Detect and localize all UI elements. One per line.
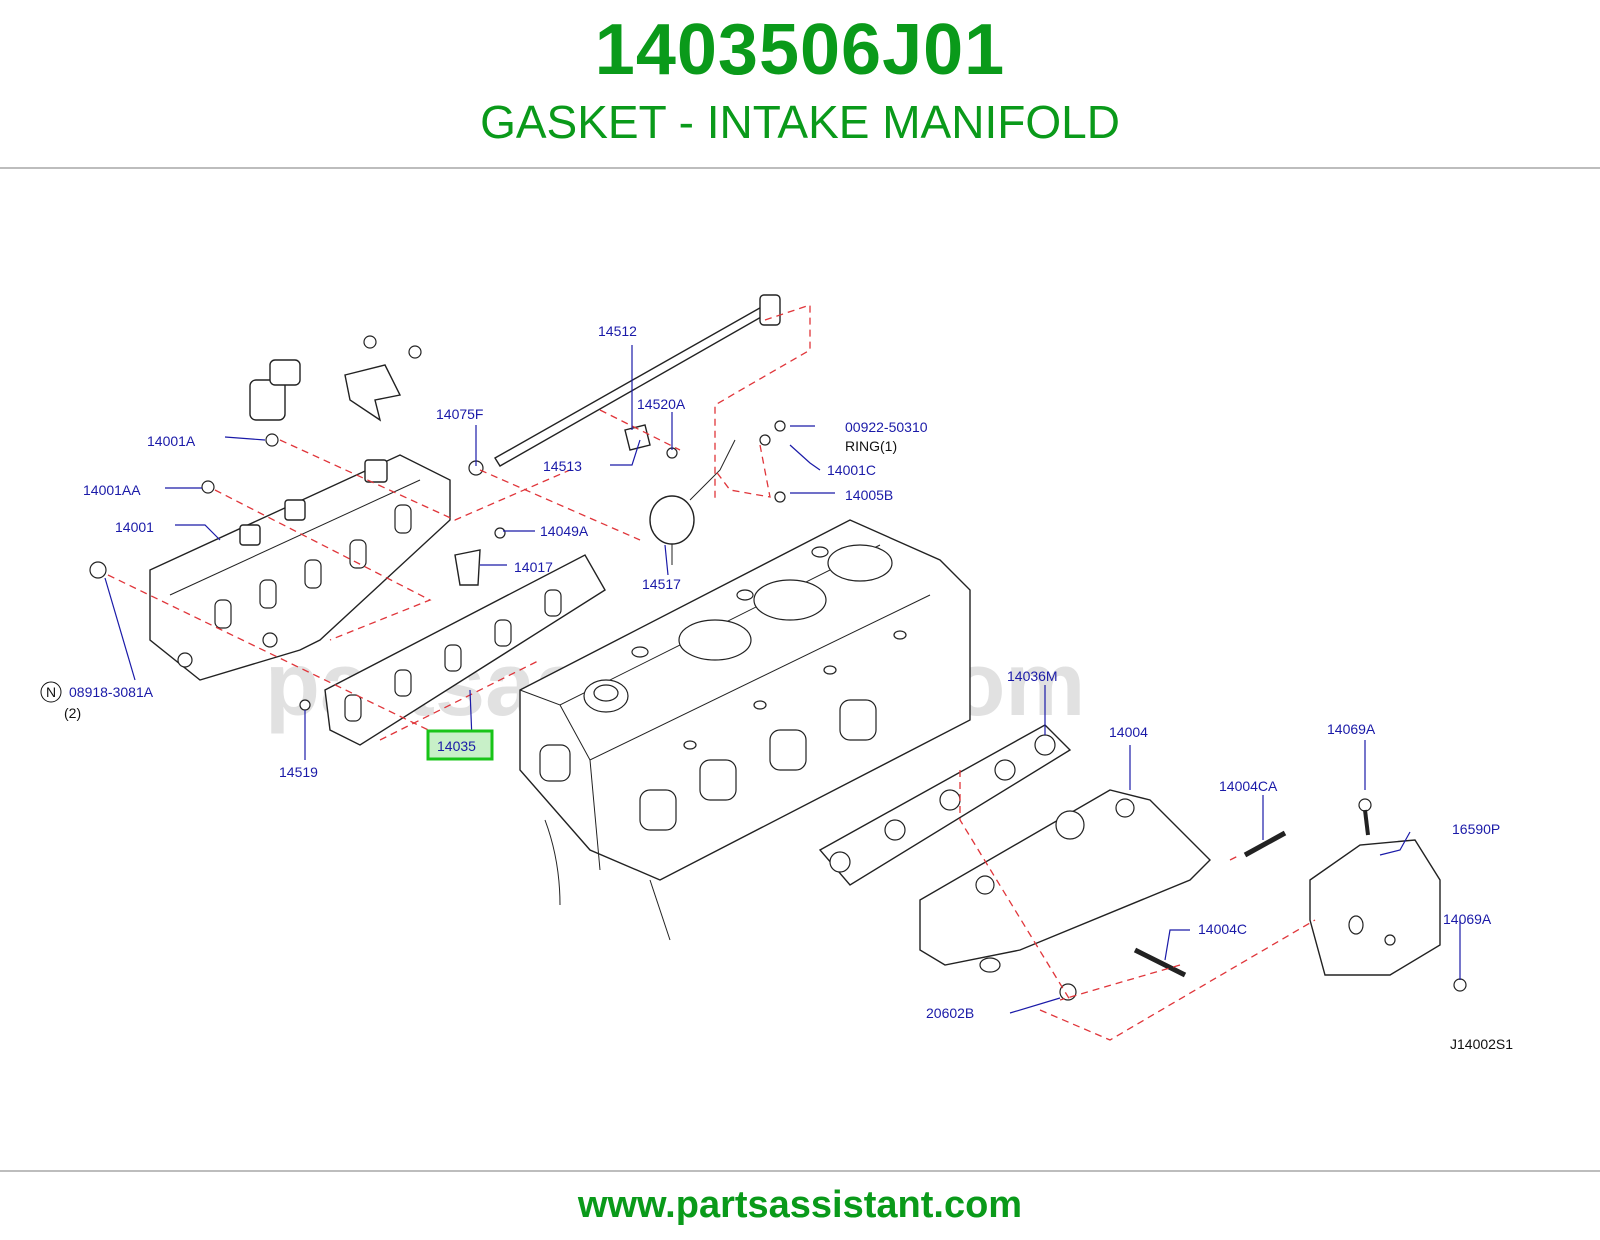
callout-14001aa[interactable]: 14001AA <box>83 482 141 498</box>
callout-00922-50310[interactable]: 00922-50310 <box>845 419 928 435</box>
new-part-badge <box>40 681 62 703</box>
callout-14069a-top[interactable]: 14069A <box>1327 721 1376 737</box>
cylinder-head-drawing <box>519 519 971 941</box>
callout-08918-3081a[interactable]: 08918-3081A <box>69 684 154 700</box>
callout-14075f[interactable]: 14075F <box>436 406 483 422</box>
callout-14069a-bottom[interactable]: 14069A <box>1443 911 1492 927</box>
exhaust-manifold-drawing <box>919 789 1211 973</box>
new-part-badge-letter: N <box>46 684 56 700</box>
footer-divider <box>0 1170 1600 1172</box>
intake-manifold-drawing <box>149 454 451 681</box>
callout-leader-lines <box>104 345 1461 1014</box>
callout-14001c[interactable]: 14001C <box>827 462 876 478</box>
part-name-subtitle: GASKET - INTAKE MANIFOLD <box>480 96 1120 148</box>
callout-16590p[interactable]: 16590P <box>1452 821 1500 837</box>
sensor-drawing <box>249 335 422 422</box>
footer-website-link[interactable]: www.partsassistant.com <box>577 1184 1023 1226</box>
highlighted-part-box <box>426 729 494 761</box>
callout-14049a[interactable]: 14049A <box>540 523 589 539</box>
callout-14517[interactable]: 14517 <box>642 576 681 592</box>
callout-14036m[interactable]: 14036M <box>1007 668 1058 684</box>
nut-quantity-note: (2) <box>64 705 81 721</box>
callout-14005b[interactable]: 14005B <box>845 487 893 503</box>
exhaust-gasket-drawing <box>818 724 1072 886</box>
callout-14519[interactable]: 14519 <box>279 764 318 780</box>
callout-14004[interactable]: 14004 <box>1109 724 1148 740</box>
callout-14004c[interactable]: 14004C <box>1198 921 1247 937</box>
callout-20602b[interactable]: 20602B <box>926 1005 974 1021</box>
parts-diagram: partsassistant.com <box>0 170 1600 1168</box>
assembly-dashed-lines <box>107 304 1316 1041</box>
callout-14001[interactable]: 14001 <box>115 519 154 535</box>
callout-14001a[interactable]: 14001A <box>147 433 196 449</box>
callout-14512[interactable]: 14512 <box>598 323 637 339</box>
callout-14513[interactable]: 14513 <box>543 458 582 474</box>
part-number-title: 1403506J01 <box>594 10 1006 90</box>
bolts-drawing <box>89 420 786 711</box>
callout-14004ca[interactable]: 14004CA <box>1219 778 1278 794</box>
heat-shield-drawing <box>1309 839 1441 976</box>
diagram-code: J14002S1 <box>1450 1036 1513 1052</box>
egr-valve-drawing <box>649 439 736 565</box>
callout-14520a[interactable]: 14520A <box>637 396 686 412</box>
callout-14017[interactable]: 14017 <box>514 559 553 575</box>
callout-14035-highlighted[interactable]: 14035 <box>437 738 476 754</box>
page-header: 1403506J01 GASKET - INTAKE MANIFOLD <box>0 0 1600 168</box>
ring-quantity-note: RING(1) <box>845 438 897 454</box>
intake-gasket-drawing <box>324 554 606 746</box>
parts-diagram-canvas: partsassistant.com <box>40 294 1513 1052</box>
header-divider <box>0 167 1600 169</box>
